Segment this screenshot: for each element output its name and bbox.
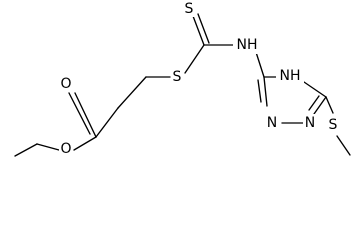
ester-oxygen-label: O — [60, 141, 71, 157]
bond-ring-c5-nh — [303, 81, 327, 98]
bond-s-thiocarbonyl-carbon — [184, 44, 205, 74]
thiocarbonyl-sulfur-label: S — [185, 1, 194, 17]
bond-lines — [14, 13, 351, 157]
atom-labels: O O S S NH NH N N S — [59, 1, 340, 158]
thioether-sulfur-label: S — [173, 69, 182, 85]
bond-ring-c3-n — [263, 76, 268, 107]
bond-carbonyl-ch2 — [95, 107, 119, 138]
bond-ring-n-c5-double — [308, 95, 320, 111]
thioamide-nh-label: NH — [237, 37, 258, 53]
bond-carbonyl-double-a — [74, 92, 97, 138]
chemical-structure: O O S S NH NH N N S — [14, 1, 351, 158]
bond-ch2-ch2 — [117, 76, 147, 109]
ring-nitrogen-left-label: N — [267, 115, 277, 131]
bond-carbonyl-double-b — [68, 92, 91, 135]
bond-ring-c3-n-double — [257, 79, 262, 103]
carbonyl-oxygen-label: O — [60, 76, 71, 92]
methylthio-sulfur-label: S — [329, 117, 338, 133]
bond-c5-s — [325, 96, 334, 114]
bond-ethyl-ch3-ch2 — [14, 143, 38, 157]
bond-thiocarbonyl-double-b — [197, 13, 210, 44]
ring-nitrogen-right-label: N — [305, 115, 315, 131]
bond-ethyl-ch2-o — [36, 143, 60, 151]
bond-o-carbonyl-carbon — [73, 136, 97, 151]
bond-thiocarbonyl-double-a — [192, 15, 205, 46]
bond-s-methyl — [336, 135, 351, 156]
bond-ring-n-c5 — [313, 96, 327, 115]
ring-nh-label: NH — [280, 68, 301, 84]
